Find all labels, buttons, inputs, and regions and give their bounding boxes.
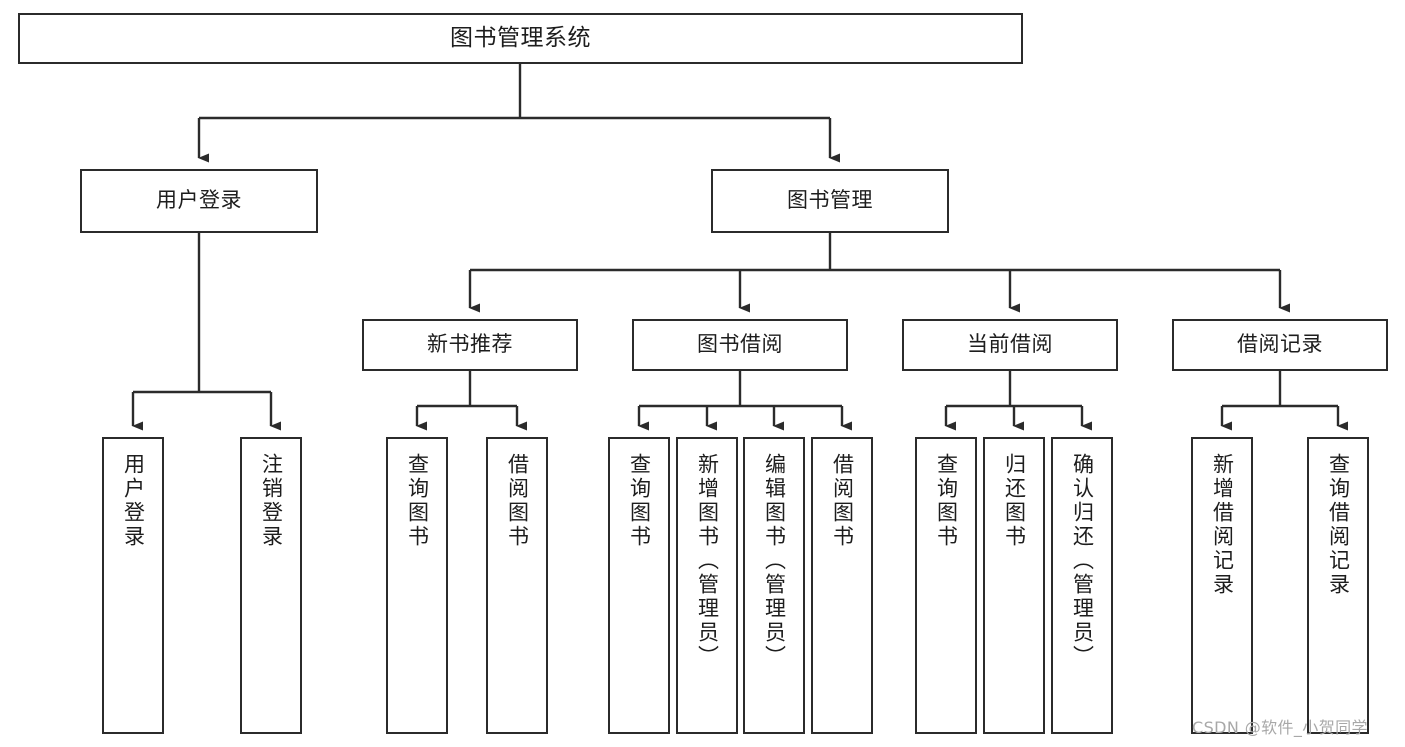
csdn-watermark: CSDN @软件_小贺同学 [1192,718,1368,737]
leaf-user-login-logout[interactable]: 注销登录 [240,437,302,734]
leaf-current-query-book[interactable]: 查询图书 [915,437,977,734]
node-book-management[interactable]: 图书管理 [711,169,949,233]
node-label: 查询图书 [627,453,652,549]
leaf-record-add-borrow-record[interactable]: 新增借阅记录 [1191,437,1253,734]
leaf-borrow-edit-book-admin[interactable]: 编辑图书（管理员） [743,437,805,734]
node-label: 用户登录 [156,188,242,213]
leaf-record-query-borrow-record[interactable]: 查询借阅记录 [1307,437,1369,734]
node-label: 查询图书 [405,453,430,549]
node-label: 当前借阅 [967,332,1053,357]
leaf-current-return-book[interactable]: 归还图书 [983,437,1045,734]
node-new-book-recommend[interactable]: 新书推荐 [362,319,578,371]
leaf-borrow-add-book-admin[interactable]: 新增图书（管理员） [676,437,738,734]
leaf-user-login-login[interactable]: 用户登录 [102,437,164,734]
node-label: 新增图书（管理员） [695,453,720,669]
node-user-login[interactable]: 用户登录 [80,169,318,233]
node-borrow-record[interactable]: 借阅记录 [1172,319,1388,371]
node-label: 图书管理系统 [450,25,591,52]
node-label: 新书推荐 [427,332,513,357]
node-root-system[interactable]: 图书管理系统 [18,13,1023,64]
node-label: 查询借阅记录 [1326,453,1351,597]
node-label: 图书管理 [787,188,873,213]
node-label: 归还图书 [1002,453,1027,549]
node-label: 借阅图书 [505,453,530,549]
leaf-current-confirm-return-admin[interactable]: 确认归还（管理员） [1051,437,1113,734]
leaf-recommend-borrow-book[interactable]: 借阅图书 [486,437,548,734]
node-label: 图书借阅 [697,332,783,357]
node-label: 确认归还（管理员） [1070,453,1095,669]
leaf-recommend-query-book[interactable]: 查询图书 [386,437,448,734]
node-label: 查询图书 [934,453,959,549]
node-label: 编辑图书（管理员） [762,453,787,669]
leaf-borrow-query-book[interactable]: 查询图书 [608,437,670,734]
node-label: 新增借阅记录 [1210,453,1235,597]
node-label: 注销登录 [259,453,284,549]
node-book-borrow[interactable]: 图书借阅 [632,319,848,371]
node-label: 用户登录 [121,453,146,549]
node-label: 借阅记录 [1237,332,1323,357]
node-current-borrow[interactable]: 当前借阅 [902,319,1118,371]
node-label: 借阅图书 [830,453,855,549]
leaf-borrow-borrow-book[interactable]: 借阅图书 [811,437,873,734]
